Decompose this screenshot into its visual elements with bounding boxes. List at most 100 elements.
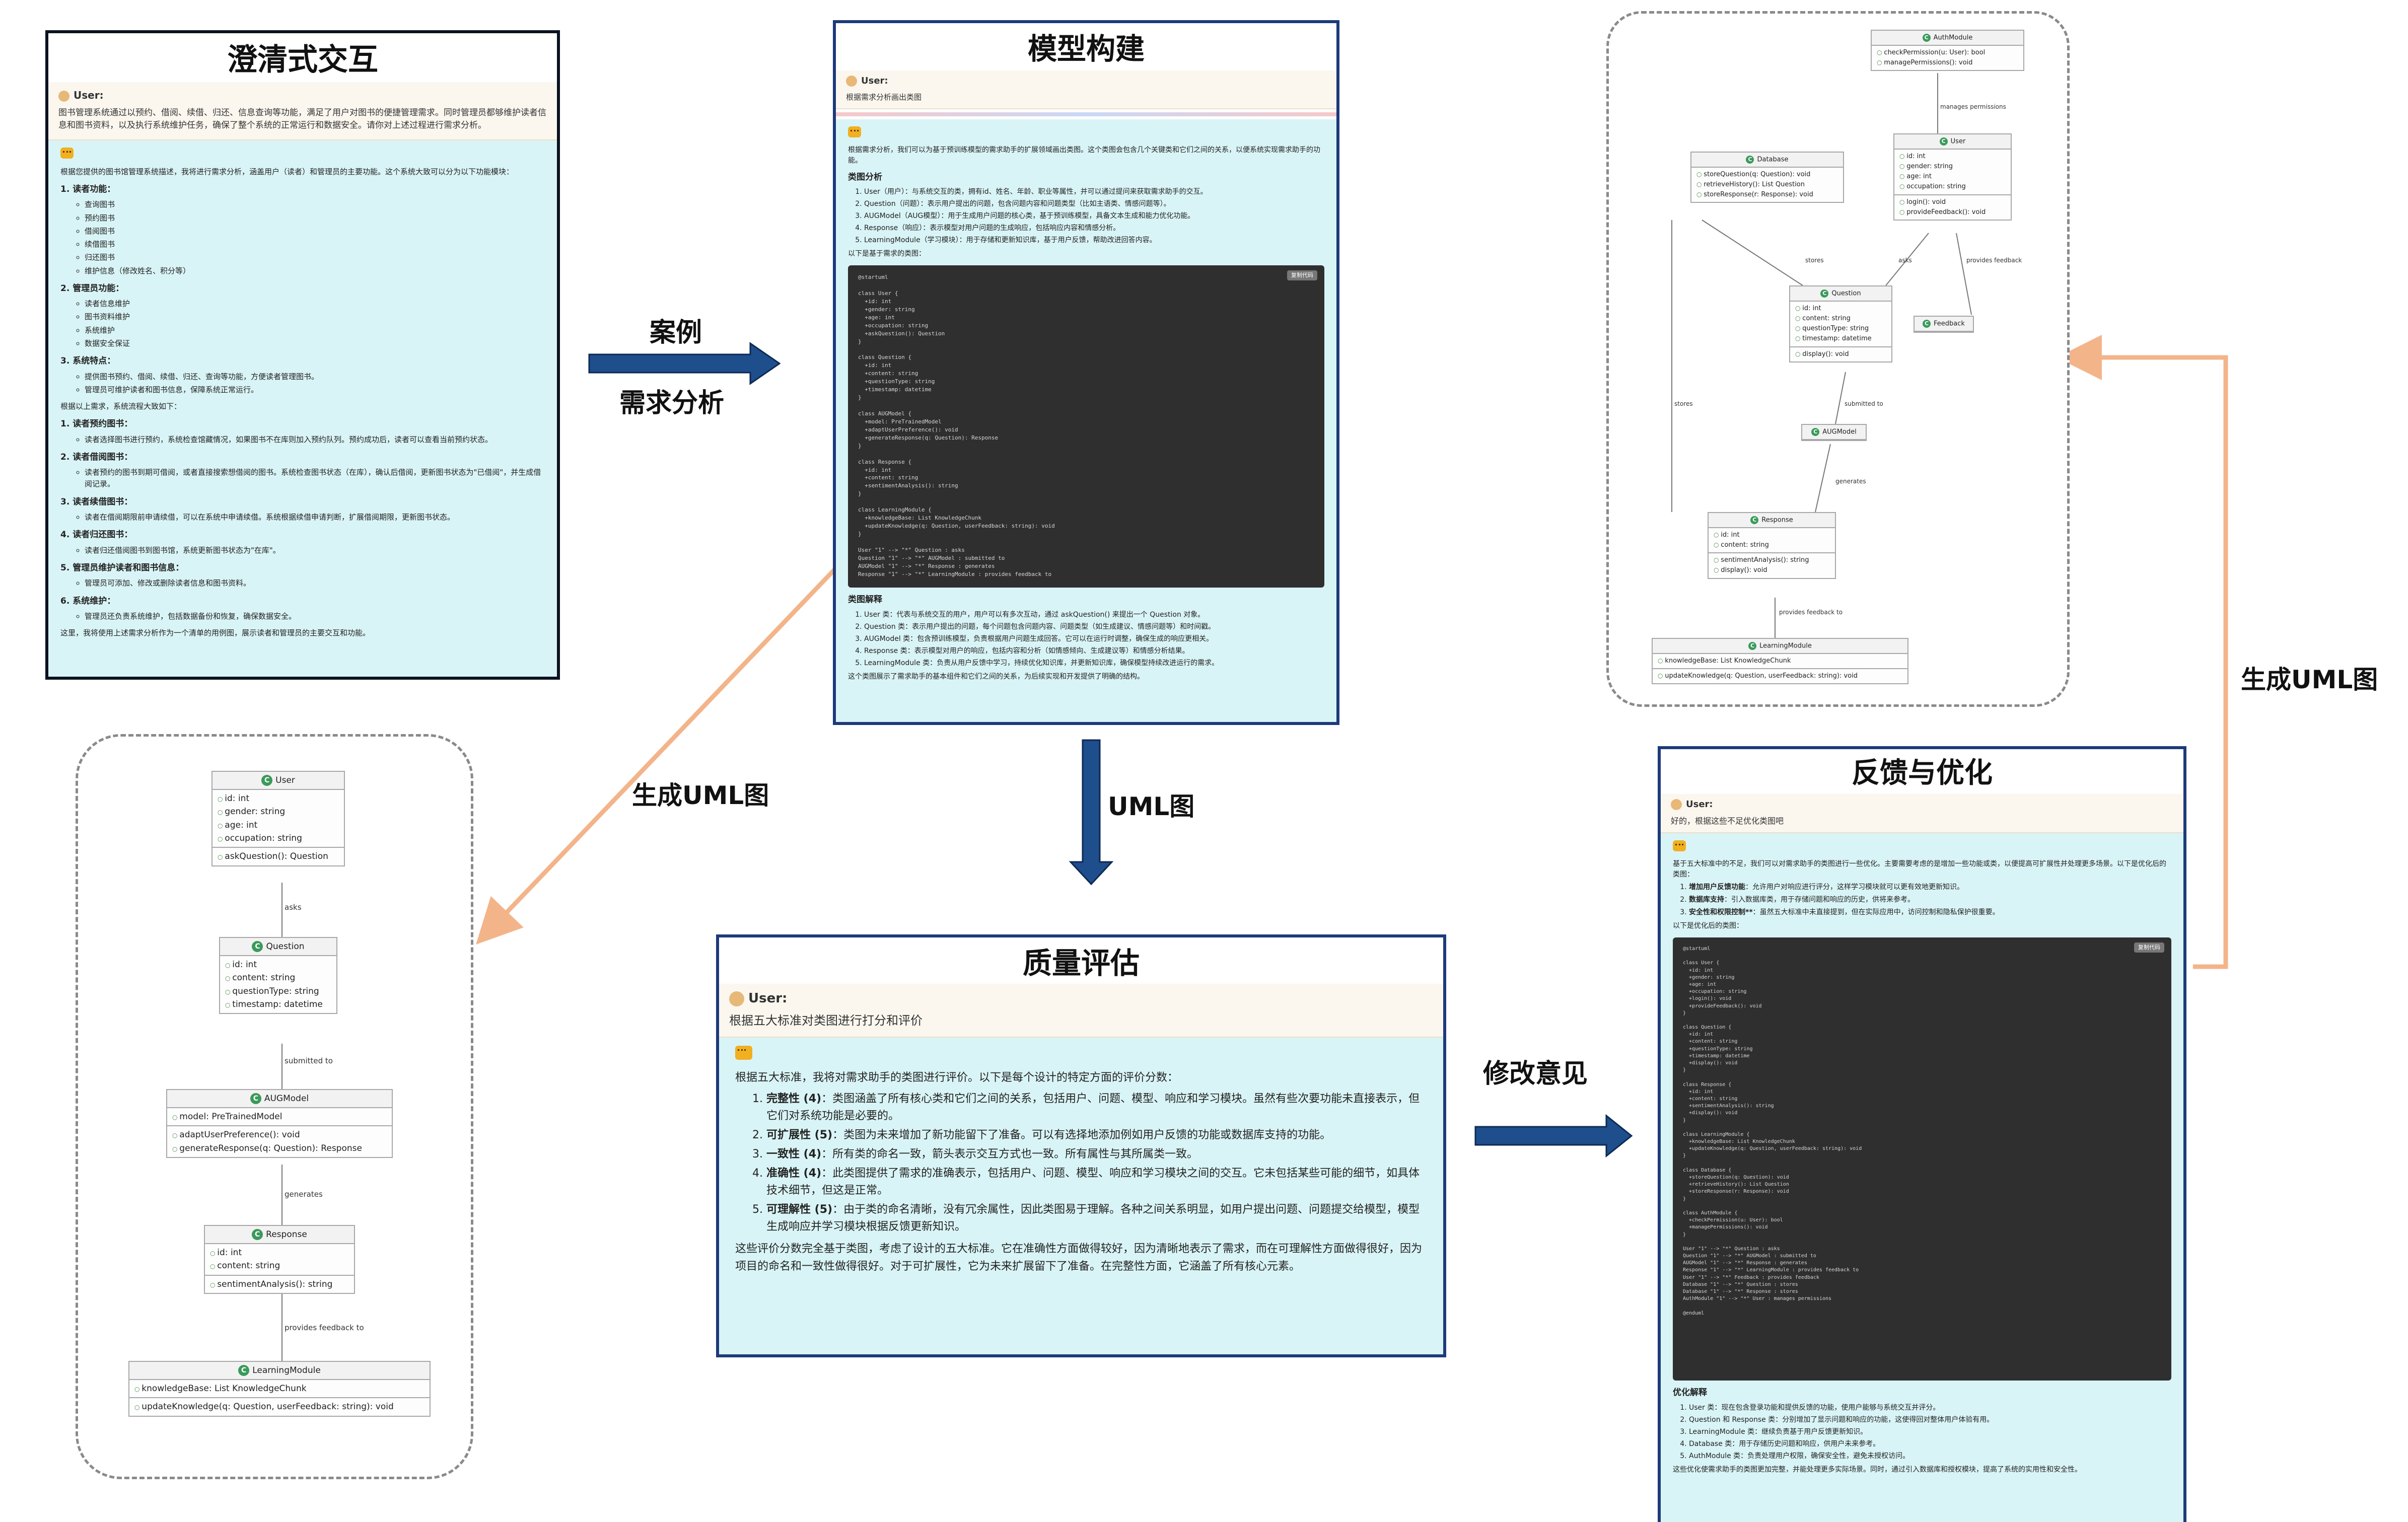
- class-methods: storeQuestion(q: Question): voidretrieve…: [1691, 168, 1843, 202]
- flow-items: 读者选择图书进行预约，系统检查馆藏情况，如果图书不在库则加入预约队列。预约成功后…: [60, 434, 545, 446]
- class-attributes: knowledgeBase: List KnowledgeChunk: [129, 1380, 430, 1399]
- class-methods: login(): voidprovideFeedback(): void: [1894, 195, 2011, 220]
- user-label: User:: [861, 76, 888, 86]
- user-label: User:: [748, 991, 788, 1006]
- relation-label: asks: [1898, 257, 1912, 264]
- user-message: User: 好的，根据这些不足优化类图吧: [1661, 794, 2183, 833]
- class-attribute: gender: string: [218, 805, 339, 818]
- flow-heading: 2. 读者借阅图书：: [60, 452, 133, 462]
- list-item: 图书资料维护: [85, 311, 545, 323]
- arrow-model-to-left-uml: [476, 562, 842, 945]
- class-icon: C: [1811, 428, 1820, 436]
- class-attributes: model: PreTrainedModel: [167, 1108, 392, 1127]
- class-attribute: id: int: [1899, 152, 2006, 162]
- class-attribute: content: string: [1795, 314, 1886, 324]
- user-avatar-icon: [58, 90, 69, 102]
- flow-items: 管理员可添加、修改或删除读者信息和图书资料。: [60, 577, 545, 589]
- class-attributes: id: intcontent: stringquestionType: stri…: [1790, 302, 1891, 347]
- class-attribute: id: int: [218, 792, 339, 805]
- arrow-label-requirement-analysis: 需求分析: [619, 388, 725, 418]
- user-avatar-icon: [846, 76, 857, 87]
- assistant-intro: 根据五大标准，我将对需求助手的类图进行评价。以下是每个设计的特定方面的评价分数：: [735, 1071, 1179, 1084]
- assistant-intro: 根据您提供的图书馆管理系统描述，我将进行需求分析，涵盖用户（读者）和管理员的主要…: [60, 167, 514, 176]
- uml-class-authmodule: CAuthModulecheckPermission(u: User): boo…: [1871, 30, 2024, 71]
- class-methods: display(): void: [1790, 347, 1891, 361]
- list-item: Database 类：用于存储历史问题和响应，供用户未来参考。: [1689, 1439, 2171, 1449]
- class-name: Question: [266, 941, 305, 952]
- class-method: askQuestion(): Question: [218, 850, 339, 863]
- class-icon: C: [1820, 289, 1829, 298]
- uml-left-connectors: [281, 883, 282, 1361]
- uml-class-learningmodule: CLearningModuleknowledgeBase: List Knowl…: [1652, 638, 1908, 685]
- class-methods: checkPermission(u: User): boolmanagePerm…: [1872, 46, 2023, 70]
- user-label: User:: [74, 89, 104, 101]
- list-item: 系统维护: [85, 325, 545, 336]
- list-item: LearningModule 类：继续负责基于用户反馈更新知识。: [1689, 1427, 2171, 1437]
- uml-class-response: CResponseid: intcontent: stringsentiment…: [1708, 512, 1836, 579]
- class-list: User（用户）：与系统交互的类，拥有id、姓名、年龄、职业等属性，并可以通过提…: [848, 187, 1324, 246]
- item-heading: 完整性 (4): [766, 1092, 822, 1105]
- class-icon: C: [1923, 320, 1931, 328]
- relation-label: provides feedback to: [1779, 609, 1843, 616]
- copy-code-button[interactable]: 复制代码: [1287, 270, 1317, 280]
- relation-label: submitted to: [1845, 400, 1883, 407]
- assistant-message: 根据五大标准，我将对需求助手的类图进行评价。以下是每个设计的特定方面的评价分数：…: [719, 1037, 1443, 1354]
- list-item: 完整性 (4)：类图涵盖了所有核心类和它们之间的关系，包括用户、问题、模型、响应…: [766, 1091, 1427, 1125]
- flow-items: 读者归还借阅图书到图书馆，系统更新图书状态为"在库"。: [60, 545, 545, 556]
- class-name: Response: [1761, 516, 1793, 524]
- item-text: ：所有类的命名一致，箭头表示交互方式也一致。所有属性与其所属类一致。: [821, 1147, 1198, 1161]
- class-methods: updateKnowledge(q: Question, userFeedbac…: [1653, 669, 1907, 683]
- uml-class-database: CDatabasestoreQuestion(q: Question): voi…: [1690, 152, 1844, 203]
- item-text: ：此类图提供了需求的准确表示，包括用户、问题、模型、响应和学习模块之间的交互。它…: [766, 1167, 1420, 1197]
- class-method: display(): void: [1714, 565, 1830, 575]
- list-item: Question（问题）：表示用户提出的问题，包含问题内容和问题类型（比如主语类…: [864, 199, 1324, 209]
- feature-sections: 1. 读者功能：查询图书预约图书借阅图书续借图书归还图书维护信息（修改姓名、积分…: [60, 183, 545, 396]
- flow-heading: 5. 管理员维护读者和图书信息：: [60, 562, 184, 573]
- flow-heading: 3. 读者续借图书：: [60, 496, 133, 507]
- panel-title: 反馈与优化: [1852, 757, 1993, 789]
- section-heading: 1. 读者功能：: [60, 184, 116, 194]
- list-item: User 类：现在包含登录功能和提供反馈的功能，使用户能够与系统交互并评分。: [1689, 1403, 2171, 1413]
- list-item: 读者选择图书进行预约，系统检查馆藏情况，如果图书不在库则加入预约队列。预约成功后…: [85, 434, 545, 446]
- class-attribute: occupation: string: [1899, 182, 2006, 192]
- flow-items: 管理员还负责系统维护，包括数据备份和恢复，确保数据安全。: [60, 611, 545, 622]
- uml-right-connectors: [1671, 73, 1972, 638]
- list-item: Response 类：表示模型对用户的响应，包括内容和分析（如情感倾向、生成建议…: [864, 646, 1324, 657]
- panel-title: 澄清式交互: [227, 42, 378, 78]
- flow-heading: 1. 读者预约图书：: [60, 419, 133, 429]
- item-text: ：允许用户对响应进行评分，这样学习模块就可以更有效地更新知识。: [1745, 883, 1964, 891]
- class-name: Question: [1831, 289, 1861, 298]
- copy-code-button[interactable]: 复制代码: [2134, 943, 2164, 953]
- item-heading: 增加用户反馈功能: [1689, 883, 1745, 891]
- list-item: 读者在借阅期限前申请续借，可以在系统中申请续借。系统根据续借申请判断，扩展借阅期…: [85, 512, 545, 523]
- arrow-label-revise: 修改意见: [1483, 1059, 1588, 1089]
- user-label: User:: [1686, 799, 1713, 810]
- class-attribute: knowledgeBase: List KnowledgeChunk: [134, 1382, 424, 1395]
- class-attribute: id: int: [1714, 530, 1830, 540]
- class-methods: sentimentAnalysis(): stringdisplay(): vo…: [1709, 553, 1835, 577]
- assistant-avatar-icon: [848, 126, 861, 137]
- class-name: AUGModel: [1822, 428, 1857, 436]
- list-item: 数据库支持：引入数据库类，用于存储问题和响应的历史，供将来参考。: [1689, 895, 2171, 905]
- uml-class-user: CUserid: intgender: stringage: intoccupa…: [211, 771, 345, 866]
- section-items: 提供图书预约、借阅、续借、归还、查询等功能，方便读者管理图书。管理员可维护读者和…: [60, 371, 545, 396]
- user-text: 根据需求分析画出类图: [846, 93, 922, 102]
- flow-heading: 4. 读者归还图书：: [60, 530, 133, 540]
- list-item: 管理员还负责系统维护，包括数据备份和恢复，确保数据安全。: [85, 611, 545, 622]
- list-item: 管理员可维护读者和图书信息，保障系统正常运行。: [85, 384, 545, 396]
- class-name: LearningModule: [252, 1365, 321, 1375]
- flow-items: 读者预约的图书到期可借阅，或者直接搜索想借阅的图书。系统检查图书状态（在库），确…: [60, 467, 545, 490]
- panel-title: 模型构建: [1027, 32, 1145, 66]
- item-heading: 一致性 (4): [766, 1147, 822, 1161]
- relation-label: manages permissions: [1940, 103, 2006, 110]
- class-attribute: id: int: [225, 958, 331, 971]
- class-name: LearningModule: [1759, 642, 1812, 650]
- user-message: User: 根据五大标准对类图进行打分和评价: [719, 984, 1443, 1038]
- uml-class-user: CUserid: intgender: stringage: intoccupa…: [1893, 133, 2012, 221]
- divider: [836, 112, 1336, 116]
- uml-diagram-right: manages permissions stores asks provides…: [1606, 11, 2070, 707]
